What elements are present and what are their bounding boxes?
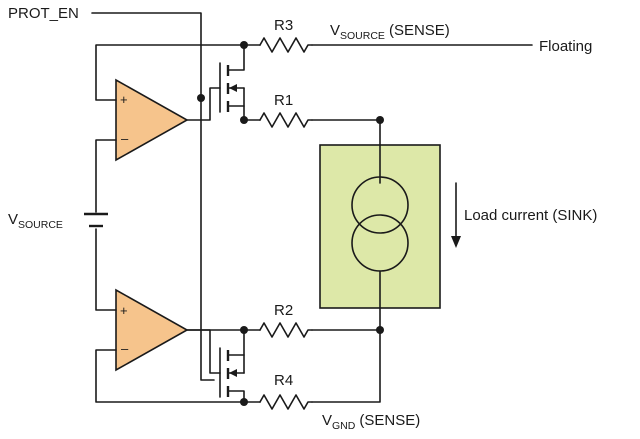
upper-gate-wire [186, 87, 221, 121]
resistor-r3 [259, 37, 313, 53]
r4-label: R4 [274, 372, 293, 389]
junction-dot [240, 326, 248, 334]
resistor-r4 [259, 394, 313, 410]
lower-feedback-wire [95, 349, 261, 403]
mosfet-lower [219, 329, 245, 403]
r2-label: R2 [274, 302, 293, 319]
junction-dot [197, 94, 205, 102]
lower-gate-wire [186, 329, 221, 374]
junction-dot [240, 116, 248, 124]
current-source-circle-bottom [351, 214, 409, 272]
r2-to-load-wire [311, 307, 381, 331]
junction-dot [240, 41, 248, 49]
opamp-upper [115, 78, 189, 162]
opamp-lower [115, 288, 189, 372]
resistor-r1 [259, 112, 313, 128]
junction-dot [240, 398, 248, 406]
battery-lower-wire [95, 228, 117, 311]
upper-feedback-wire [95, 44, 245, 101]
junction-dot [376, 326, 384, 334]
opamp-upper-plus: + [120, 92, 128, 107]
opamp-lower-minus: – [121, 341, 129, 356]
current-source-circle-top [351, 176, 409, 234]
prot-en-label: PROT_EN [8, 5, 79, 22]
junction-dot [376, 116, 384, 124]
load-current-label: Load current (SINK) [464, 207, 597, 224]
r1-label: R1 [274, 92, 293, 109]
r3-label: R3 [274, 17, 293, 34]
opamp-lower-plus: + [120, 303, 128, 318]
vsource-label: VSOURCE [8, 211, 63, 231]
floating-label: Floating [539, 38, 592, 55]
vgnd-sense-label: VGND(SENSE) [322, 412, 420, 432]
prot-en-wire [91, 12, 215, 381]
resistor-r2 [259, 322, 313, 338]
r4-to-load-wire [311, 329, 381, 403]
battery-upper-wire [95, 139, 117, 213]
vsource-sense-label: VSOURCE(SENSE) [330, 22, 450, 42]
opamp-upper-minus: – [121, 131, 129, 146]
mosfet-upper [219, 44, 245, 121]
r1-to-load-wire [311, 119, 381, 146]
load-current-arrow-head [451, 236, 461, 248]
